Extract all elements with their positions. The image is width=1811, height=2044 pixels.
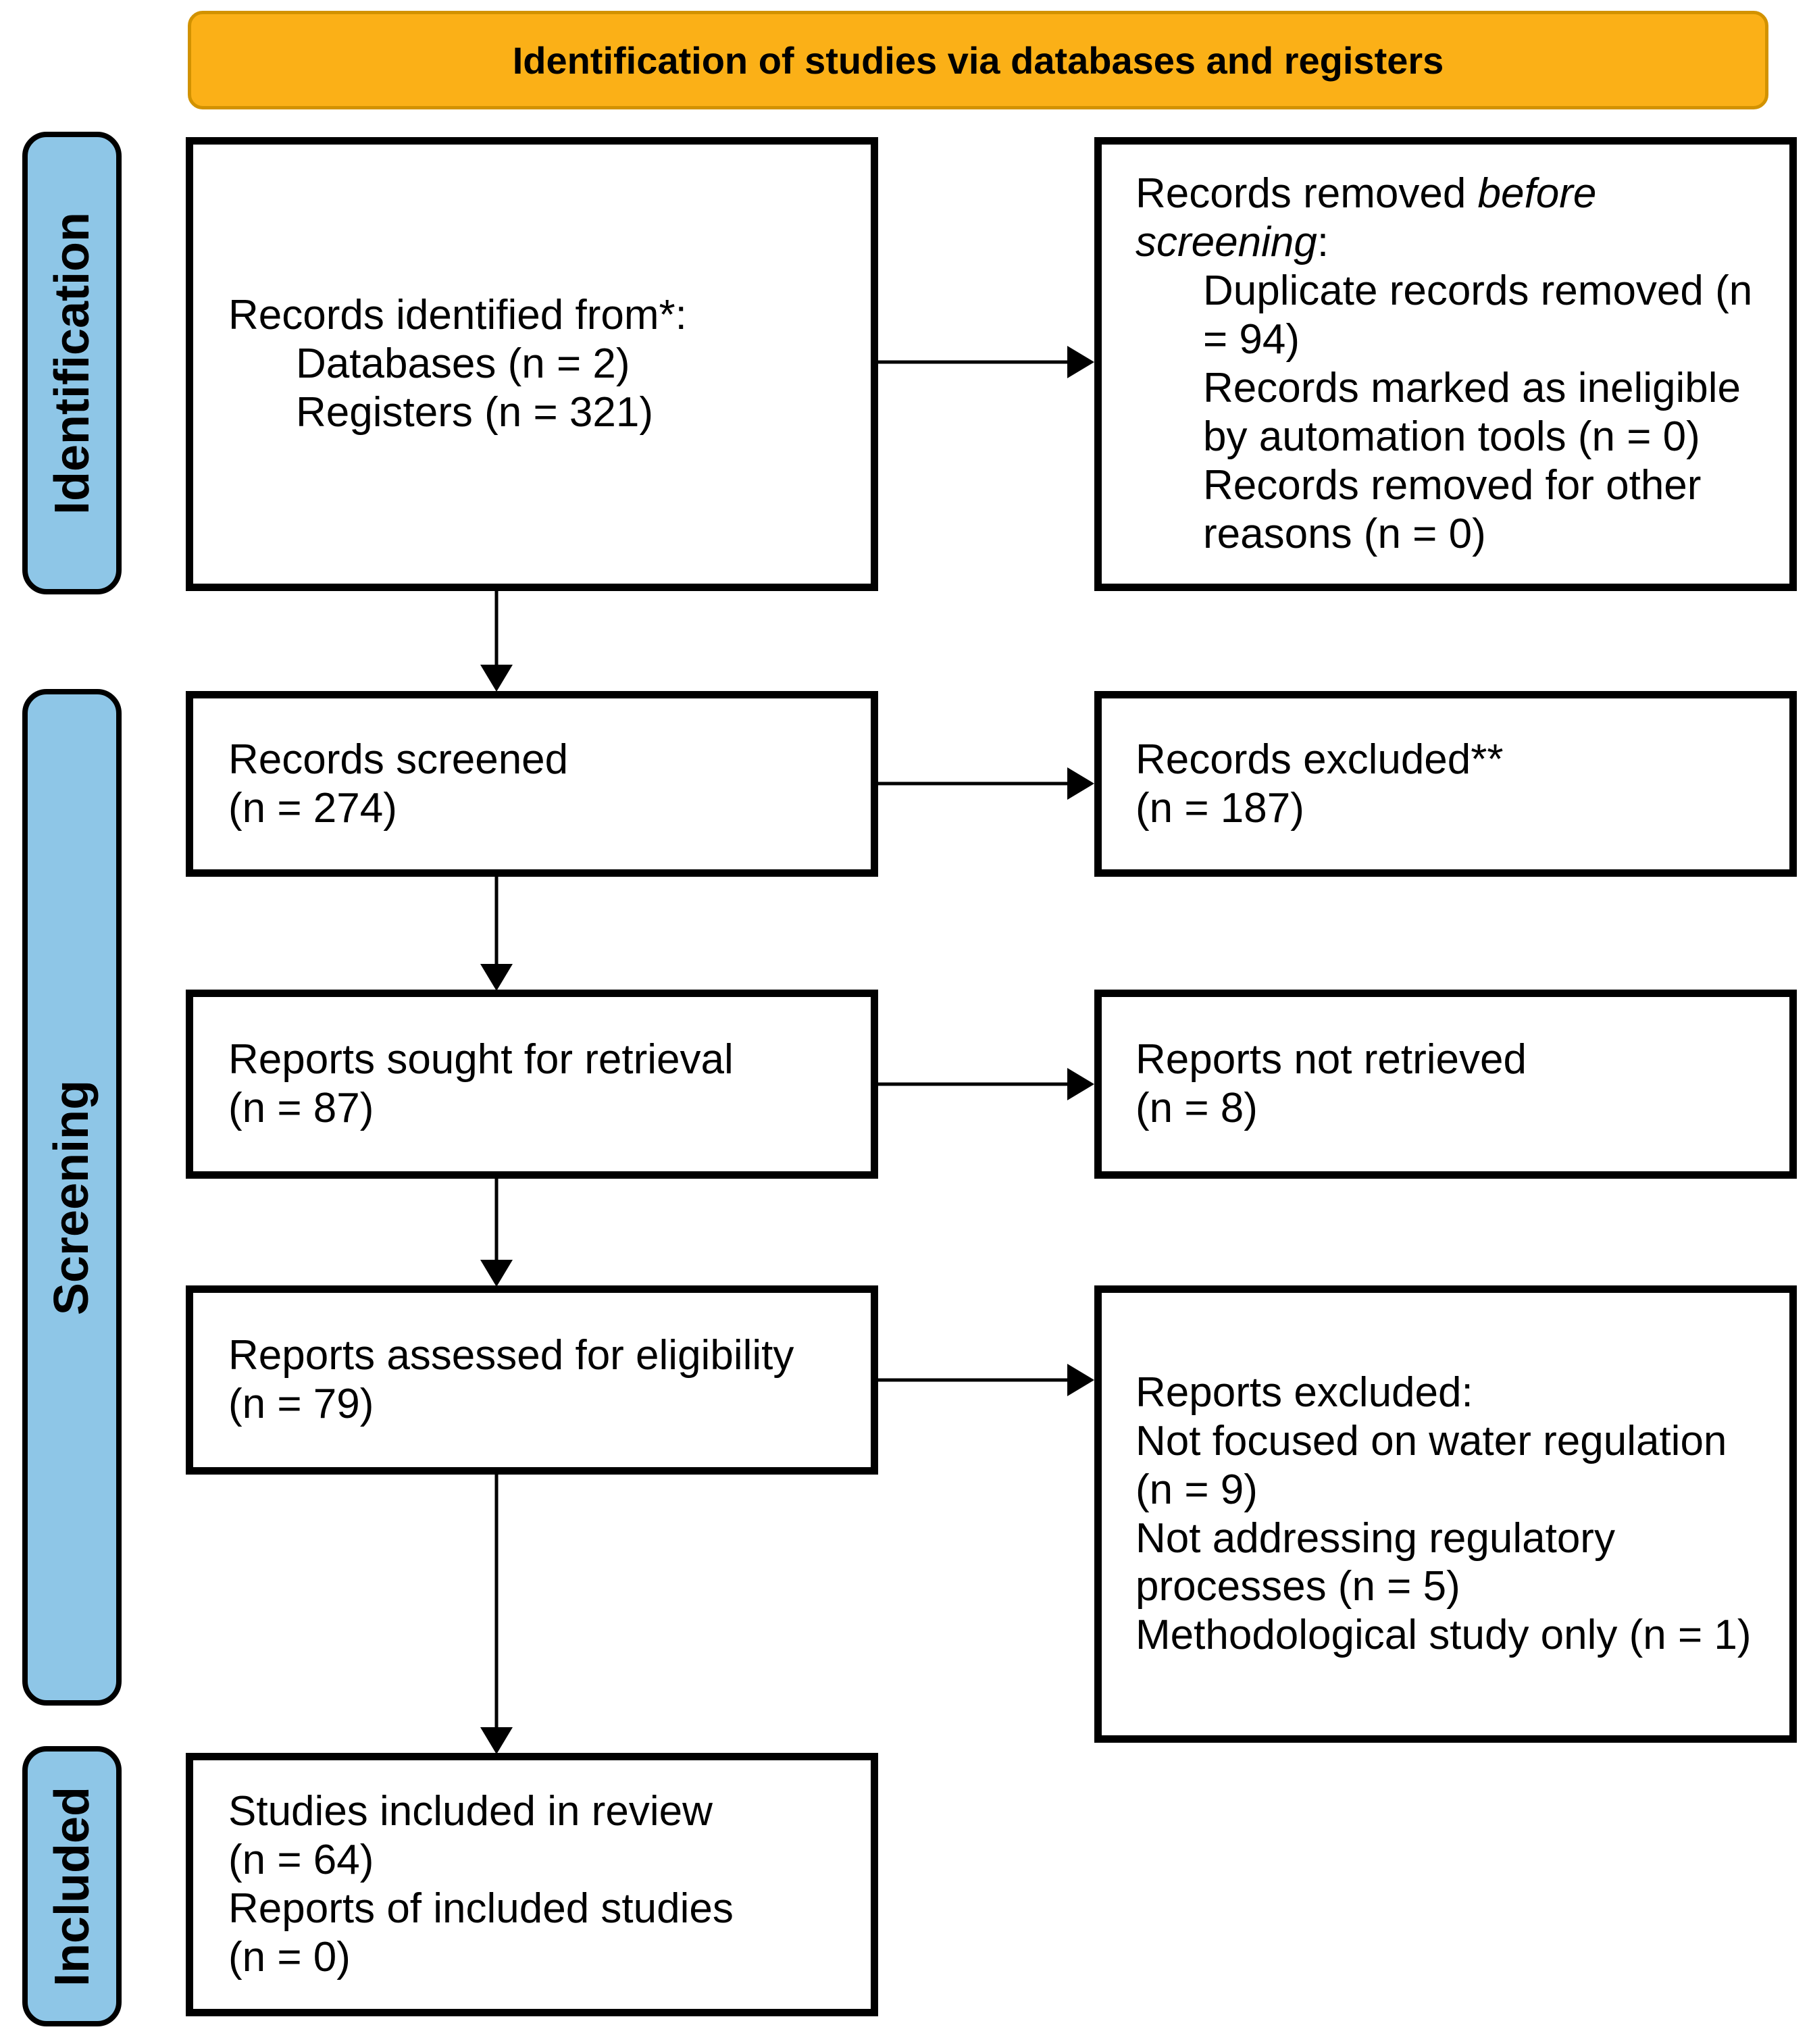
arrow-shaft xyxy=(878,360,1070,364)
box-studies-included: Studies included in review (n = 64) Repo… xyxy=(186,1753,878,2016)
arrow-shaft xyxy=(494,875,499,965)
reports-assessed-count: (n = 79) xyxy=(228,1381,374,1427)
arrow-head-down-icon xyxy=(480,1260,513,1287)
records-removed-item-duplicates: Duplicate records removed (n = 94) xyxy=(1203,267,1753,363)
box-reports-excluded: Reports excluded: Not focused on water r… xyxy=(1094,1285,1797,1743)
reports-included-count: (n = 0) xyxy=(228,1933,351,1981)
studies-included-line: Studies included in review xyxy=(228,1788,713,1835)
arrow-shaft xyxy=(494,1177,499,1261)
records-removed-item-automation: Records marked as ineligible by automati… xyxy=(1203,365,1741,460)
arrow-down-screened-to-sought xyxy=(480,875,513,991)
arrow-right-sought-to-not-retrieved xyxy=(878,1068,1094,1100)
reports-not-retrieved-count: (n = 8) xyxy=(1136,1085,1258,1131)
records-identified-item-databases: Databases (n = 2) xyxy=(296,340,630,388)
arrow-down-assessed-to-included xyxy=(480,1473,513,1754)
records-excluded-line: Records excluded** xyxy=(1136,736,1504,783)
stage-label-screening: Screening xyxy=(22,689,122,1706)
studies-included-count: (n = 64) xyxy=(228,1837,374,1884)
records-identified-heading: Records identified from*: xyxy=(228,292,687,339)
reports-excluded-heading: Reports excluded: xyxy=(1136,1369,1473,1416)
arrow-shaft xyxy=(878,1082,1070,1086)
reports-excluded-reason-water: Not focused on water regulation (n = 9) xyxy=(1136,1417,1727,1513)
reports-excluded-reason-methodological: Methodological study only (n = 1) xyxy=(1136,1612,1752,1659)
arrow-head-right-icon xyxy=(1067,1364,1094,1396)
arrow-right-screened-to-excluded xyxy=(878,767,1094,800)
stage-label-screening-text: Screening xyxy=(45,1079,99,1315)
records-excluded-count: (n = 187) xyxy=(1136,784,1304,832)
reports-sought-line: Reports sought for retrieval xyxy=(228,1036,734,1083)
arrow-head-right-icon xyxy=(1067,346,1094,378)
arrow-down-sought-to-assessed xyxy=(480,1177,513,1287)
box-reports-not-retrieved: Reports not retrieved (n = 8) xyxy=(1094,990,1797,1179)
records-removed-item-other: Records removed for other reasons (n = 0… xyxy=(1203,461,1702,557)
records-screened-line: Records screened xyxy=(228,736,569,783)
stage-label-included-text: Included xyxy=(45,1786,99,1987)
box-reports-assessed: Reports assessed for eligibility (n = 79… xyxy=(186,1285,878,1475)
arrow-head-down-icon xyxy=(480,964,513,991)
stage-label-included: Included xyxy=(22,1746,122,2026)
stage-label-identification-text: Identification xyxy=(45,211,99,515)
box-records-identified: Records identified from*: Databases (n =… xyxy=(186,137,878,591)
reports-assessed-line: Reports assessed for eligibility xyxy=(228,1332,794,1379)
arrow-down-identified-to-screened xyxy=(480,589,513,692)
records-identified-item-registers: Registers (n = 321) xyxy=(296,388,653,436)
box-records-screened: Records screened (n = 274) xyxy=(186,691,878,877)
box-reports-sought: Reports sought for retrieval (n = 87) xyxy=(186,990,878,1179)
reports-sought-count: (n = 87) xyxy=(228,1085,374,1131)
title-banner: Identification of studies via databases … xyxy=(188,11,1768,109)
records-removed-heading: Records removed before screening: xyxy=(1136,170,1757,267)
box-records-excluded: Records excluded** (n = 187) xyxy=(1094,691,1797,877)
arrow-right-assessed-to-excluded xyxy=(878,1364,1094,1396)
arrow-shaft xyxy=(878,782,1070,786)
records-removed-heading-normal: Records removed xyxy=(1136,170,1478,218)
records-screened-count: (n = 274) xyxy=(228,784,397,832)
reports-excluded-reason-regulatory: Not addressing regulatory processes (n =… xyxy=(1136,1514,1615,1610)
reports-included-line: Reports of included studies xyxy=(228,1885,734,1932)
arrow-head-down-icon xyxy=(480,665,513,692)
title-banner-label: Identification of studies via databases … xyxy=(512,39,1444,82)
records-removed-heading-italic: before screening xyxy=(1136,170,1597,266)
box-records-removed: Records removed before screening: Duplic… xyxy=(1094,137,1797,591)
stage-label-identification: Identification xyxy=(22,132,122,594)
arrow-head-right-icon xyxy=(1067,1068,1094,1100)
arrow-shaft xyxy=(878,1378,1070,1382)
arrow-head-down-icon xyxy=(480,1727,513,1754)
arrow-right-identified-to-removed xyxy=(878,346,1094,378)
reports-not-retrieved-line: Reports not retrieved xyxy=(1136,1036,1527,1083)
arrow-head-right-icon xyxy=(1067,767,1094,800)
arrow-shaft xyxy=(494,589,499,666)
records-removed-heading-suffix: : xyxy=(1317,219,1329,266)
arrow-shaft xyxy=(494,1473,499,1729)
